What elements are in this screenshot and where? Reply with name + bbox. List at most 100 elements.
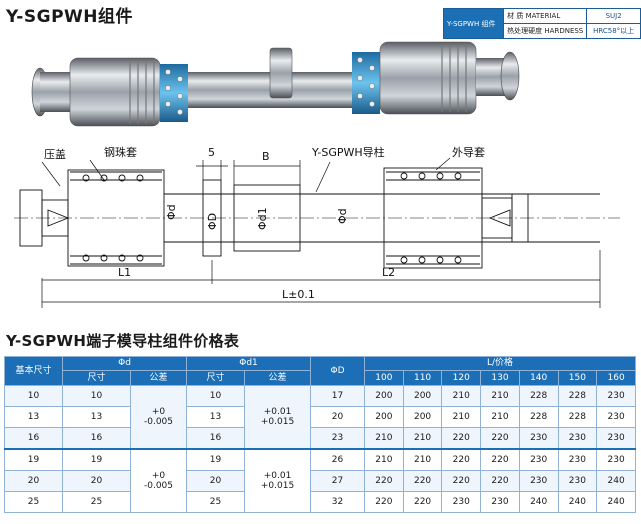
cell-price: 210 [402, 427, 443, 450]
cell-d-size: 19 [62, 448, 131, 471]
technical-drawing: 压盖 钢珠套 5 B Y-SGPWH导柱 外导套 Φd ΦD Φd1 Φd L1… [14, 145, 620, 308]
cell-d-size: 13 [62, 406, 131, 428]
header-len-150: 150 [557, 370, 598, 386]
cell-price: 230 [480, 491, 520, 513]
cell-base: 20 [4, 470, 63, 492]
cell-price: 210 [364, 427, 404, 450]
cell-d-tol: +0 -0.005 [129, 385, 188, 450]
header-len-100: 100 [364, 370, 404, 386]
cell-d1-size: 16 [186, 427, 246, 450]
cell-price: 240 [518, 491, 559, 513]
spec-label-hardness: 热处理硬度 HARDNESS [503, 23, 588, 39]
label-pillar: Y-SGPWH导柱 [311, 145, 385, 159]
cell-price: 228 [557, 406, 598, 428]
cell-d1-tol: +0.01 +0.015 [244, 385, 312, 450]
header-len-120: 120 [441, 370, 482, 386]
cell-D: 32 [310, 491, 366, 513]
cell-D: 26 [310, 448, 366, 471]
cell-d-size: 25 [62, 491, 131, 513]
label-press-cap: 压盖 [44, 147, 66, 161]
price-table: 基本尺寸 Φd Φd1 ΦD L/价格 尺寸 公差 尺寸 公差 100 110 … [4, 356, 636, 513]
cell-price: 210 [441, 385, 482, 407]
cell-price: 220 [441, 427, 482, 450]
cell-price: 230 [596, 448, 636, 471]
cell-d1-size: 10 [186, 385, 246, 407]
cell-price: 220 [480, 470, 520, 492]
cell-D: 17 [310, 385, 366, 407]
label-phi-d-left: Φd [165, 204, 178, 220]
cell-D: 23 [310, 427, 366, 450]
label-phi-d1: Φd1 [256, 207, 269, 230]
header-phiD: ΦD [310, 356, 366, 386]
cell-price: 240 [557, 491, 598, 513]
section-title: Y-SGPWH端子模导柱组件价格表 [6, 332, 240, 350]
cell-price: 200 [364, 385, 404, 407]
cell-price: 240 [596, 470, 636, 492]
header-tol2: 公差 [244, 370, 312, 386]
cell-price: 230 [596, 406, 636, 428]
header-base: 基本尺寸 [4, 356, 63, 386]
cell-price: 220 [364, 470, 404, 492]
cell-d1-size: 25 [186, 491, 246, 513]
product-photo [31, 41, 520, 127]
cell-base: 25 [4, 491, 63, 513]
cell-d-tol: +0 -0.005 [129, 448, 188, 513]
header-phid1: Φd1 [186, 356, 312, 371]
cell-price: 230 [557, 427, 598, 450]
cell-d1-size: 19 [186, 448, 246, 471]
cell-price: 220 [480, 427, 520, 450]
label-phi-d-right: Φd [336, 208, 349, 224]
cell-price: 210 [402, 448, 443, 471]
cell-d1-size: 13 [186, 406, 246, 428]
cell-price: 230 [596, 385, 636, 407]
cell-price: 230 [518, 470, 559, 492]
cell-price: 200 [402, 385, 443, 407]
cell-price: 228 [518, 385, 559, 407]
header-len-160: 160 [596, 370, 636, 386]
cell-price: 228 [518, 406, 559, 428]
cell-price: 200 [364, 406, 404, 428]
cell-d-size: 20 [62, 470, 131, 492]
header-size: 尺寸 [62, 370, 131, 386]
dim-5: 5 [208, 146, 215, 159]
spec-table: Y-SGPWH 组件 材 质 MATERIAL SUJ2 热处理硬度 HARDN… [442, 8, 641, 39]
label-ball-cage: 钢珠套 [104, 145, 137, 159]
header-price: L/价格 [364, 356, 636, 371]
cell-price: 220 [480, 448, 520, 471]
label-outer-sleeve: 外导套 [452, 146, 485, 159]
header-phid: Φd [61, 356, 188, 371]
spec-value-material: SUJ2 [586, 8, 641, 24]
header-len-110: 110 [402, 370, 443, 386]
header-tol: 公差 [129, 370, 188, 386]
dim-l: L±0.1 [282, 288, 315, 301]
spec-label-material: 材 质 MATERIAL [503, 8, 588, 24]
cell-price: 200 [402, 406, 443, 428]
cell-base: 19 [4, 448, 63, 471]
cell-D: 27 [310, 470, 366, 492]
cell-price: 240 [596, 491, 636, 513]
cell-price: 220 [402, 491, 443, 513]
cell-price: 210 [480, 385, 520, 407]
cell-price: 230 [518, 448, 559, 471]
cell-base: 16 [4, 427, 63, 450]
cell-base: 13 [4, 406, 63, 428]
cell-D: 20 [310, 406, 366, 428]
header-size2: 尺寸 [186, 370, 246, 386]
spec-value-hardness: HRC58°以上 [586, 23, 641, 39]
dim-l2: L2 [382, 266, 395, 279]
cell-price: 220 [364, 491, 404, 513]
cell-price: 220 [441, 470, 482, 492]
cell-price: 228 [557, 385, 598, 407]
cell-price: 220 [441, 448, 482, 471]
header-len-140: 140 [518, 370, 559, 386]
cell-d-size: 10 [62, 385, 131, 407]
header-len-130: 130 [480, 370, 520, 386]
cell-price: 230 [596, 427, 636, 450]
spec-name: Y-SGPWH 组件 [442, 8, 505, 39]
cell-d1-tol: +0.01 +0.015 [244, 448, 312, 513]
cell-price: 220 [402, 470, 443, 492]
cell-price: 210 [480, 406, 520, 428]
